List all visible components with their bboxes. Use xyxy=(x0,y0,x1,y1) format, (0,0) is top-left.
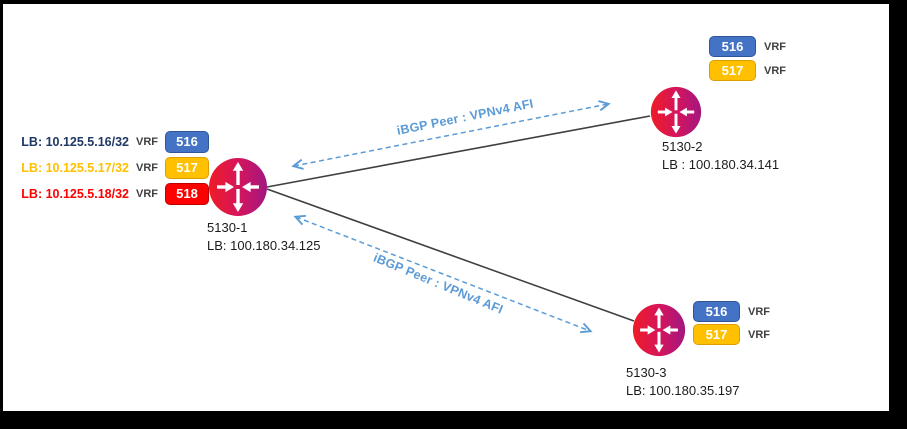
vrf-label: VRF xyxy=(136,135,158,148)
vrf-row-516: LB: 10.125.5.16/32 VRF 516 xyxy=(16,130,209,153)
vrf-badge-517: 517 xyxy=(693,324,740,345)
vrf-label: VRF xyxy=(136,161,158,174)
router-loopback: LB: 100.180.34.125 xyxy=(207,237,321,253)
r3-vrf-row-517: 517 VRF xyxy=(693,324,770,345)
router-name: 5130-3 xyxy=(626,365,667,380)
vrf-row-517: LB: 10.125.5.17/32 VRF 517 xyxy=(16,156,209,179)
r3-vrf-row-516: 516 VRF xyxy=(693,301,770,322)
vrf-label: VRF xyxy=(764,64,786,77)
router-icon xyxy=(632,303,686,357)
link-line-r1-r3 xyxy=(266,188,635,322)
link-line-r1-r2 xyxy=(266,115,651,188)
vrf-label: VRF xyxy=(764,40,786,53)
vrf-label: VRF xyxy=(748,305,770,318)
vrf-badge-516: 516 xyxy=(693,301,740,322)
router-icon xyxy=(650,86,702,138)
router-r1-label: 5130-1 LB: 100.180.34.125 xyxy=(207,219,321,254)
router-name: 5130-1 xyxy=(207,220,248,235)
router-loopback: LB : 100.180.34.141 xyxy=(662,156,780,172)
vrf-badge-516: 516 xyxy=(165,130,209,153)
vrf-badge-517: 517 xyxy=(709,60,756,81)
vrf-label: VRF xyxy=(748,328,770,341)
router-r3-label: 5130-3 LB: 100.180.35.197 xyxy=(626,364,740,399)
loopback-label-518: LB: 10.125.5.18/32 xyxy=(21,186,129,201)
router-r2-label: 5130-2 LB : 100.180.34.141 xyxy=(662,138,779,173)
router-icon xyxy=(208,157,268,217)
loopback-label-516: LB: 10.125.5.16/32 xyxy=(21,134,129,149)
loopback-label-517: LB: 10.125.5.17/32 xyxy=(21,160,129,175)
vrf-label: VRF xyxy=(136,187,158,200)
ibgp-peer-arrow-r1-r2 xyxy=(294,104,608,166)
router-loopback: LB: 100.180.35.197 xyxy=(626,382,740,398)
vrf-badge-517: 517 xyxy=(165,156,209,179)
r2-vrf-row-516: 516 VRF xyxy=(709,36,786,57)
router-name: 5130-2 xyxy=(662,139,703,154)
ibgp-peer-arrow-r1-r3 xyxy=(296,217,590,331)
vrf-row-518: LB: 10.125.5.18/32 VRF 518 xyxy=(16,182,209,205)
vrf-badge-518: 518 xyxy=(165,182,209,205)
vrf-badge-516: 516 xyxy=(709,36,756,57)
r2-vrf-row-517: 517 VRF xyxy=(709,60,786,81)
